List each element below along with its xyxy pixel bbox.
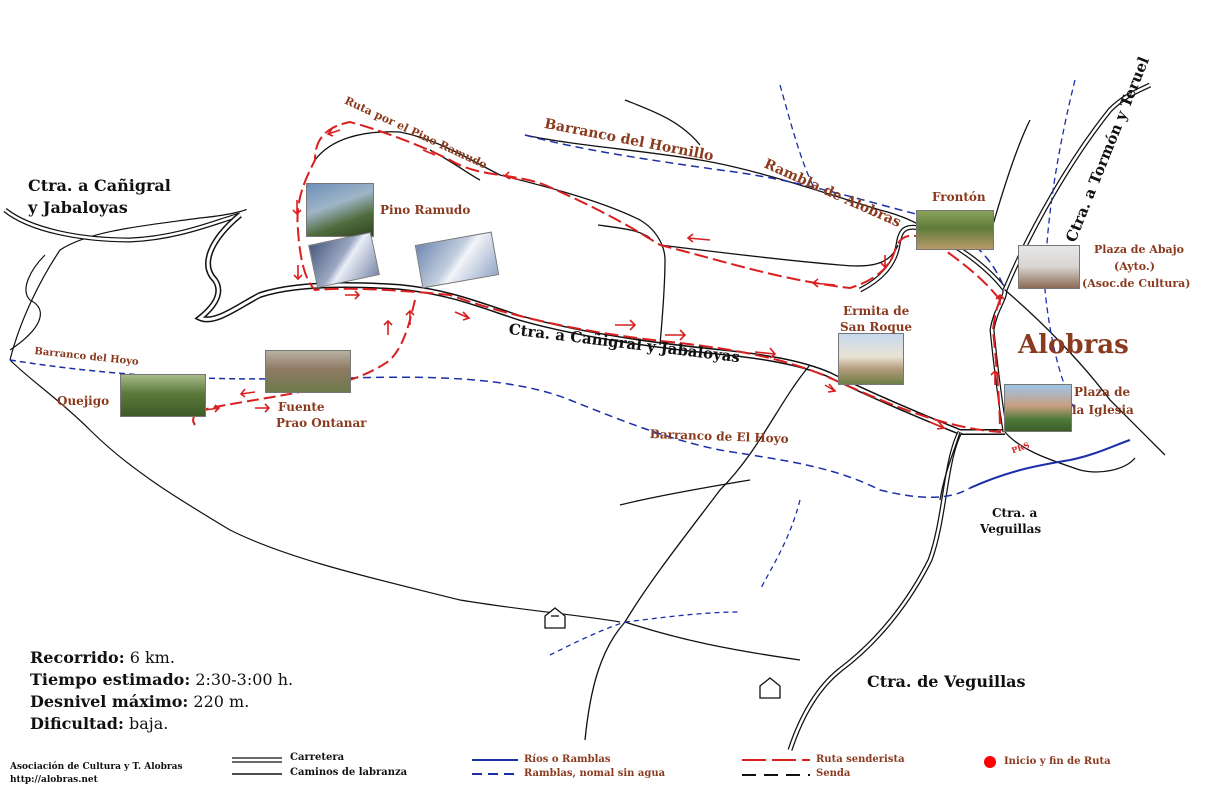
photo-fuente [265,350,351,393]
track-7 [584,621,626,741]
label-plaza-iglesia: Plaza de [1074,385,1131,399]
label-road-veguillas: Ctra. de Veguillas [867,672,1026,691]
footer-org: Asociación de Cultura y T. Alobras [10,762,183,772]
label-plaza-abajo-2: (Ayto.) [1114,260,1155,273]
track-3 [524,134,921,226]
label-ermita: Ermita de [843,304,910,318]
footer-url[interactable]: http://alobras.net [10,775,98,785]
track-6 [619,479,751,506]
track-4 [624,99,701,146]
stat-dificultad: Dificultad: baja. [30,714,169,733]
house-icon [759,677,781,699]
legend-inicio: Inicio y fin de Ruta [1004,756,1111,767]
label-road-canigral-top: Ctra. a Cañigral [28,176,171,195]
label-road-canigral-top-2: y Jabaloyas [28,198,128,217]
legend-carretera: Carretera [290,752,345,763]
photo-ermita [838,333,904,385]
route-stats: Recorrido: 6 km. Tiempo estimado: 2:30-3… [30,647,293,735]
barranco-el-hoyo [349,376,971,498]
stat-tiempo: Tiempo estimado: 2:30-3:00 h. [30,670,294,689]
label-fronton: Frontón [932,190,986,204]
photo-fronton [916,210,994,250]
house-icon [544,607,566,629]
track-9 [597,224,651,239]
track-2 [659,244,899,267]
label-road-veguillas-small: Ctra. a [992,506,1038,520]
label-ermita-2: San Roque [840,320,913,334]
label-road-veguillas-small-2: Veguillas [980,522,1042,536]
track-5 [624,364,811,623]
label-plaza-iglesia-2: la Iglesia [1072,403,1134,417]
rambla-bottom-2 [624,611,741,623]
track-12 [989,119,1031,236]
photo-iglesia [1004,384,1072,432]
photo-plaza-abajo [1018,245,1080,289]
photo-pino-ramudo [306,183,374,237]
rambla-bottom [759,499,801,591]
route-main [296,120,1002,434]
stat-recorrido: Recorrido: 6 km. [30,648,175,667]
legend-rios: Ríos o Ramblas [524,754,611,765]
track-13 [939,431,961,501]
legend-ruta: Ruta senderista [816,754,905,765]
label-fuente: Fuente [278,400,325,414]
track-8 [624,621,801,661]
rambla-hornillo [524,134,1006,291]
map-boundary-left [9,254,46,351]
track-10 [1004,289,1166,456]
legend-ramblas: Ramblas, nomal sin agua [524,768,666,779]
legend-caminos: Caminos de labranza [290,767,408,778]
label-plaza-abajo: Plaza de Abajo [1094,243,1184,256]
label-alobras: Alobras [1018,330,1129,360]
label-plaza-abajo-3: (Asoc.de Cultura) [1082,277,1191,290]
label-quejigo: Quejigo [57,394,110,408]
rio-solid [969,439,1131,489]
legend-lines [232,756,996,776]
route-arrows [204,128,1005,430]
map-boundary-lower [9,359,621,623]
label-fuente-2: Prao Ontanar [276,416,367,430]
road-veguillas [787,430,963,751]
stat-desnivel: Desnivel máximo: 220 m. [30,692,250,711]
rambla-bottom-3 [549,621,626,656]
legend-senda: Senda [816,768,851,779]
map-boundary [9,209,247,361]
rambla-right-2 [779,84,816,191]
track-11 [1004,431,1136,473]
photo-quejigo [120,374,206,417]
label-pino-ramudo: Pino Ramudo [380,203,471,217]
